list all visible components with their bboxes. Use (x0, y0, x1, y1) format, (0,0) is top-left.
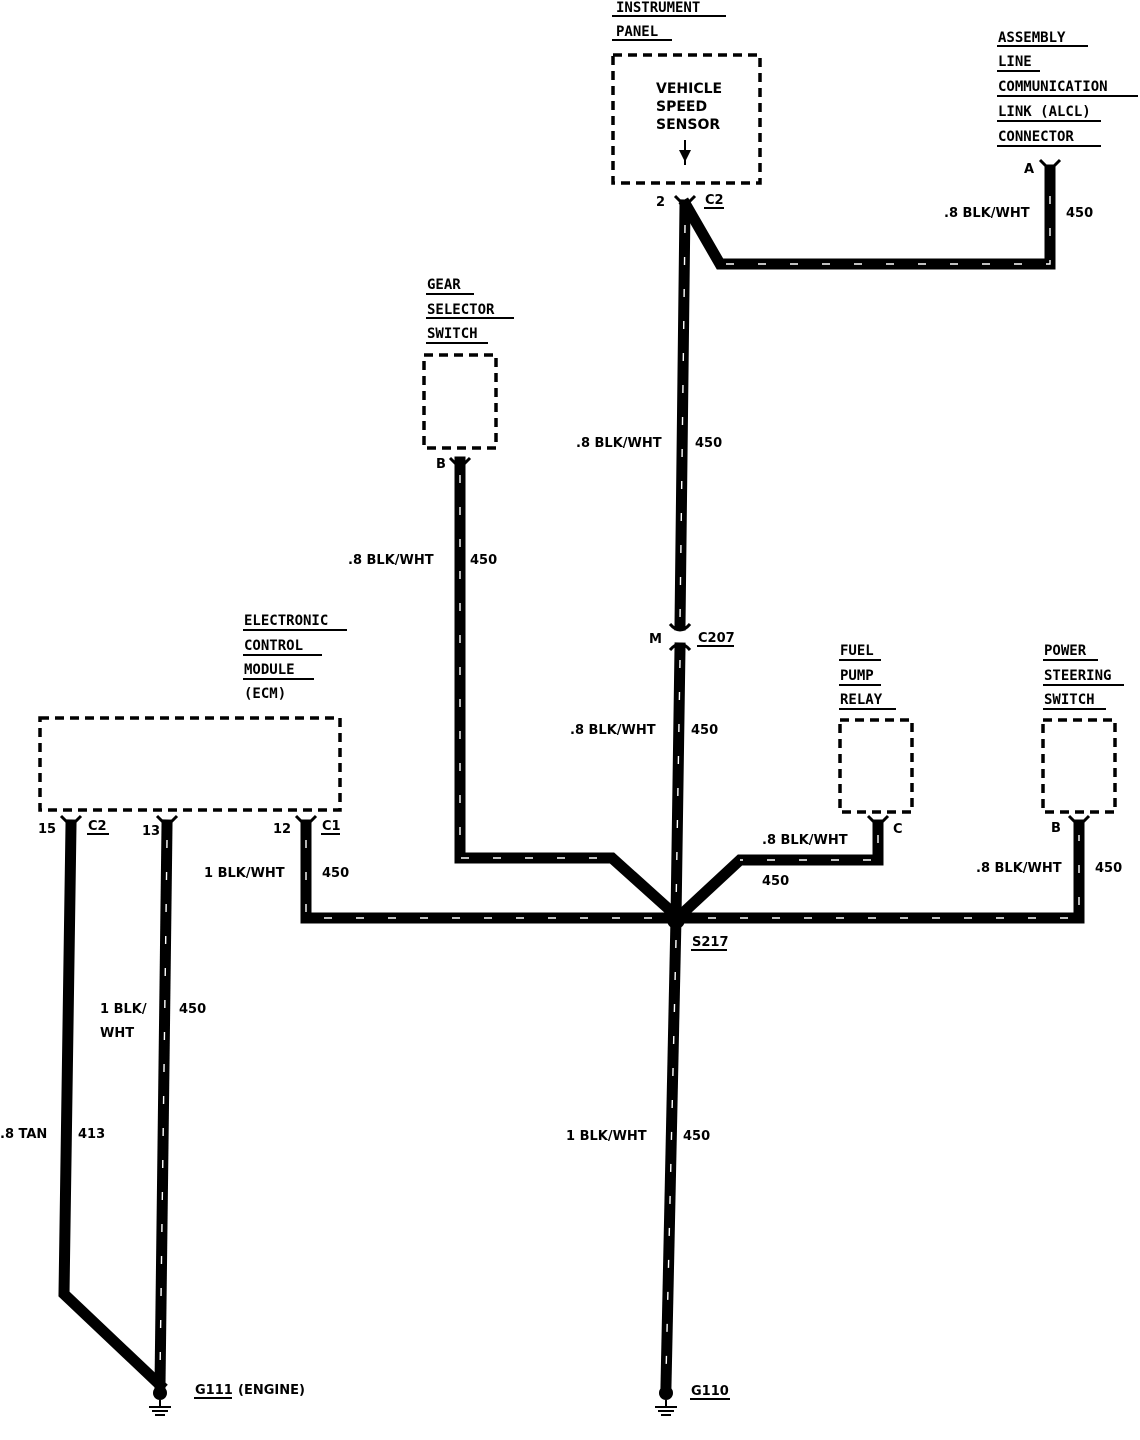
wire-ps-circuit: 450 (1095, 861, 1122, 876)
ecm-pin12-label: 12 (273, 822, 291, 837)
instrument-panel-label: INSTRUMENT PANEL (616, 0, 709, 40)
wire-ps-label: .8 BLK/WHT (976, 861, 1062, 876)
terminal-vss (673, 194, 697, 209)
wire-gear-label: .8 BLK/WHT (348, 553, 434, 568)
wire-ground-label: 1 BLK/WHT (566, 1129, 647, 1144)
wire-alcl-label: .8 BLK/WHT (944, 206, 1030, 221)
vss-arrow-head (679, 150, 691, 162)
ecm-label: ELECTRONIC CONTROL MODULE (ECM) (244, 613, 337, 702)
wire-gear-circuit: 450 (470, 553, 497, 568)
wire-ecm12-circuit: 450 (322, 866, 349, 881)
ground-g110-id: G110 (691, 1384, 729, 1399)
vss-pin-label: 2 (656, 195, 665, 210)
power-steering-box (1041, 718, 1117, 814)
wire-vss-circuit: 450 (695, 436, 722, 451)
wire-fuel-label: .8 BLK/WHT (762, 833, 848, 848)
wire-ecm13-circuit: 450 (179, 1002, 206, 1017)
wire-ecm13-label: 1 BLK/ WHT (100, 1002, 151, 1041)
c207-connector-label: C207 (698, 631, 735, 646)
ecm-c2-label: C2 (88, 819, 107, 834)
ecm-pin15-label: 15 (38, 822, 56, 837)
ps-pin-label: B (1051, 821, 1061, 836)
wire-c207-circuit: 450 (691, 723, 718, 738)
terminal-ecm12 (294, 814, 318, 829)
vss-connector-label: C2 (705, 193, 724, 208)
gear-selector-label: GEAR SELECTOR SWITCH (427, 277, 503, 342)
fuel-pump-relay-label: FUEL PUMP RELAY (840, 643, 883, 708)
wire-fuel-circuit: 450 (762, 874, 789, 889)
fuel-pin-label: C (893, 822, 903, 837)
wire-vss-label: .8 BLK/WHT (576, 436, 662, 451)
wire-ground-circuit: 450 (683, 1129, 710, 1144)
wire-ground-main (660, 912, 682, 1391)
terminal-ecm13 (155, 814, 179, 829)
terminal-gear (448, 456, 472, 471)
ecm-c1-label: C1 (322, 819, 341, 834)
gear-selector-box (422, 353, 498, 450)
terminal-ps (1067, 814, 1091, 829)
connector-terminals (59, 158, 1091, 829)
wire-c207-label: .8 BLK/WHT (570, 723, 656, 738)
gear-pin-label: B (436, 457, 446, 472)
wire-ecm12-label: 1 BLK/WHT (204, 866, 285, 881)
wire-ecm15-label: .8 TAN (0, 1127, 47, 1142)
terminal-alcl (1038, 158, 1062, 173)
ground-g111-id: G111 (195, 1383, 233, 1398)
wire-ecm15 (58, 819, 168, 1393)
alcl-pin-label: A (1024, 162, 1034, 177)
wire-alcl (678, 164, 1056, 270)
wire-gear (454, 456, 680, 920)
terminal-c207-bottom (668, 642, 692, 652)
ecm-box (38, 716, 342, 812)
vehicle-speed-sensor-label: VEHICLE SPEED SENSOR (656, 81, 727, 133)
ground-g110-symbol (655, 1386, 677, 1416)
alcl-label: ASSEMBLY LINE COMMUNICATION LINK (ALCL) … (998, 30, 1116, 145)
wire-ecm15-circuit: 413 (78, 1127, 105, 1142)
wires (58, 164, 1085, 1393)
splice-s217-dot (667, 911, 685, 929)
ecm-pin13-label: 13 (142, 824, 160, 839)
splice-s217-label: S217 (692, 935, 729, 950)
terminal-c207-top (668, 622, 692, 632)
power-steering-label: POWER STEERING SWITCH (1044, 643, 1120, 708)
ground-g111-note: (ENGINE) (238, 1383, 305, 1398)
terminal-fuel (866, 814, 890, 829)
terminal-ecm15 (59, 814, 83, 829)
wire-alcl-circuit: 450 (1066, 206, 1093, 221)
c207-pin-label: M (649, 632, 662, 647)
wire-c207-s217 (670, 642, 686, 924)
instrument-panel-box (611, 53, 762, 185)
fuel-pump-relay-box (838, 718, 914, 814)
ground-g111-symbol (149, 1386, 171, 1416)
wire-vss-c207 (674, 199, 691, 631)
